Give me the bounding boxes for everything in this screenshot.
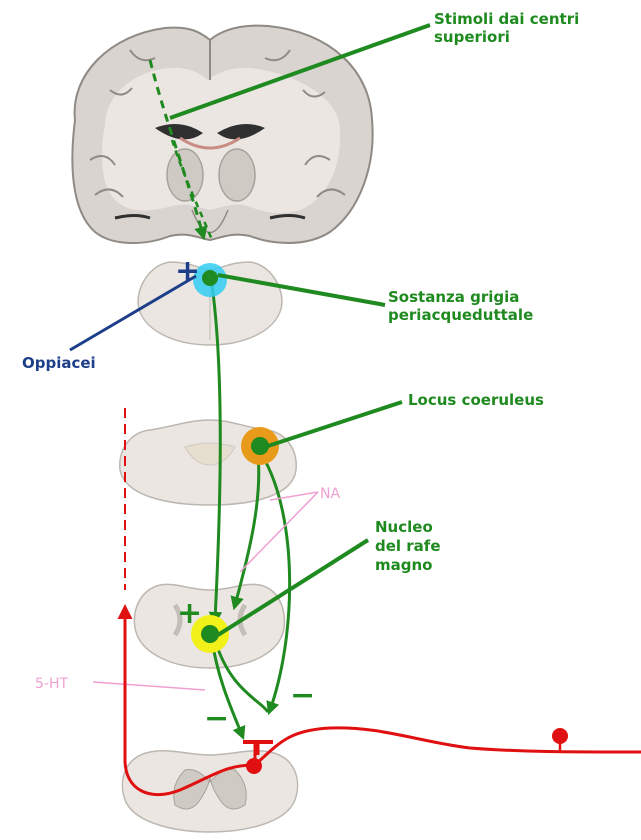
- label-locus-coeruleus: Locus coeruleus: [408, 391, 544, 409]
- label-nucleo-line2: del rafe: [375, 537, 441, 555]
- oppiacei-plus-sign: +: [175, 254, 200, 289]
- brain-coronal-section: [72, 26, 372, 243]
- ht-leader-line: [93, 682, 205, 690]
- spinal-cord-section: [122, 751, 297, 832]
- red-synapse-terminal: [246, 758, 262, 774]
- label-stimoli-line1: Stimoli dai centri: [434, 10, 579, 28]
- label-5ht: 5-HT: [35, 676, 68, 692]
- label-oppiacei: Oppiacei: [22, 354, 96, 372]
- red-afferent-fiber: [255, 728, 641, 765]
- label-nucleo-line1: Nucleo: [375, 518, 433, 536]
- label-sostanza-line2: periacqueduttale: [388, 306, 533, 324]
- label-na: NA: [320, 486, 340, 502]
- label-nucleo-line3: magno: [375, 556, 432, 574]
- red-nociceptor-cell-body: [552, 728, 568, 752]
- label-stimoli-line2: superiori: [434, 28, 510, 46]
- minus-sign-right: −: [290, 678, 315, 713]
- locus-leader-line: [268, 402, 402, 446]
- minus-sign-left: −: [204, 701, 229, 736]
- rafe-plus-sign: +: [177, 596, 202, 631]
- label-sostanza-line1: Sostanza grigia: [388, 288, 519, 306]
